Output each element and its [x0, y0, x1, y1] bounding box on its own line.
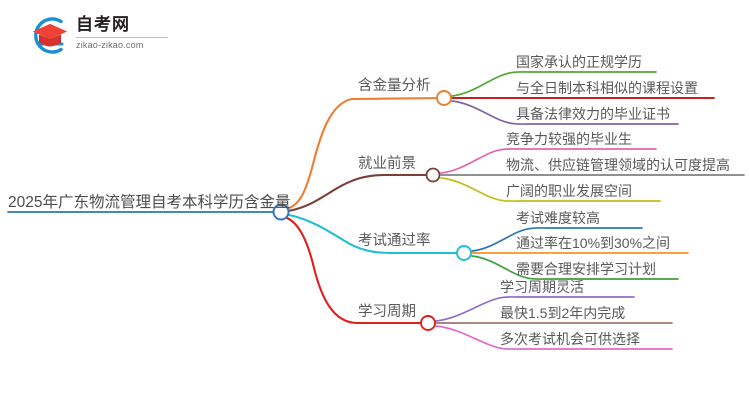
root-node: [272, 203, 290, 221]
site-logo: 自考网 zikao-zikao.com: [28, 12, 168, 58]
branch-node-1: [436, 90, 452, 106]
leaf-label-4-1[interactable]: 学习周期灵活: [500, 279, 584, 295]
branch-connector-1: [284, 96, 446, 211]
branch-label-1[interactable]: 含金量分析: [358, 78, 431, 94]
leaf-connector-4-1: [435, 296, 635, 322]
branch-connector-4: [285, 216, 430, 325]
branch-label-3[interactable]: 考试通过率: [358, 233, 431, 249]
leaf-connector-2-1: [440, 148, 657, 174]
branch-node-4: [420, 315, 436, 331]
leaf-label-4-3[interactable]: 多次考试机会可供选择: [500, 331, 640, 347]
branch-label-2[interactable]: 就业前景: [358, 156, 416, 172]
logo-text: 自考网 zikao-zikao.com: [76, 15, 168, 50]
leaf-connector-2-3: [440, 177, 661, 202]
leaf-connector-4-3: [435, 325, 673, 350]
leaf-label-1-1[interactable]: 国家承认的正规学历: [516, 54, 642, 70]
leaf-label-1-3[interactable]: 具备法律效力的毕业证书: [516, 106, 670, 122]
logo-title: 自考网: [76, 15, 130, 34]
leaf-label-1-2[interactable]: 与全日制本科相似的课程设置: [516, 80, 698, 96]
leaf-label-2-1[interactable]: 竞争力较强的毕业生: [506, 131, 632, 147]
leaf-connector-1-1: [451, 71, 657, 97]
leaf-connector-3-1: [471, 227, 643, 252]
leaf-label-4-2[interactable]: 最快1.5到2年内完成: [500, 305, 626, 321]
leaf-label-3-2[interactable]: 通过率在10%到30%之间: [516, 235, 671, 251]
logo-divider: [76, 36, 168, 38]
leaf-label-2-2[interactable]: 物流、供应链管理领域的认可度提高: [506, 157, 730, 173]
leaf-connector-1-3: [451, 100, 679, 125]
leaf-label-3-3[interactable]: 需要合理安排学习计划: [516, 261, 656, 277]
branch-connector-3: [287, 213, 466, 255]
logo-subtitle: zikao-zikao.com: [76, 39, 144, 50]
root-label: 2025年广东物流管理自考本科学历含金量: [8, 194, 291, 211]
leaf-connector-3-3: [471, 255, 679, 280]
branch-node-3: [456, 245, 472, 261]
branch-node-2: [425, 167, 441, 183]
leaf-label-2-3[interactable]: 广阔的职业发展空间: [506, 183, 632, 199]
branch-label-4[interactable]: 学习周期: [358, 304, 416, 320]
leaf-label-3-1[interactable]: 考试难度较高: [516, 210, 600, 226]
branch-connector-2: [286, 173, 435, 213]
logo-mark-icon: [33, 17, 67, 54]
